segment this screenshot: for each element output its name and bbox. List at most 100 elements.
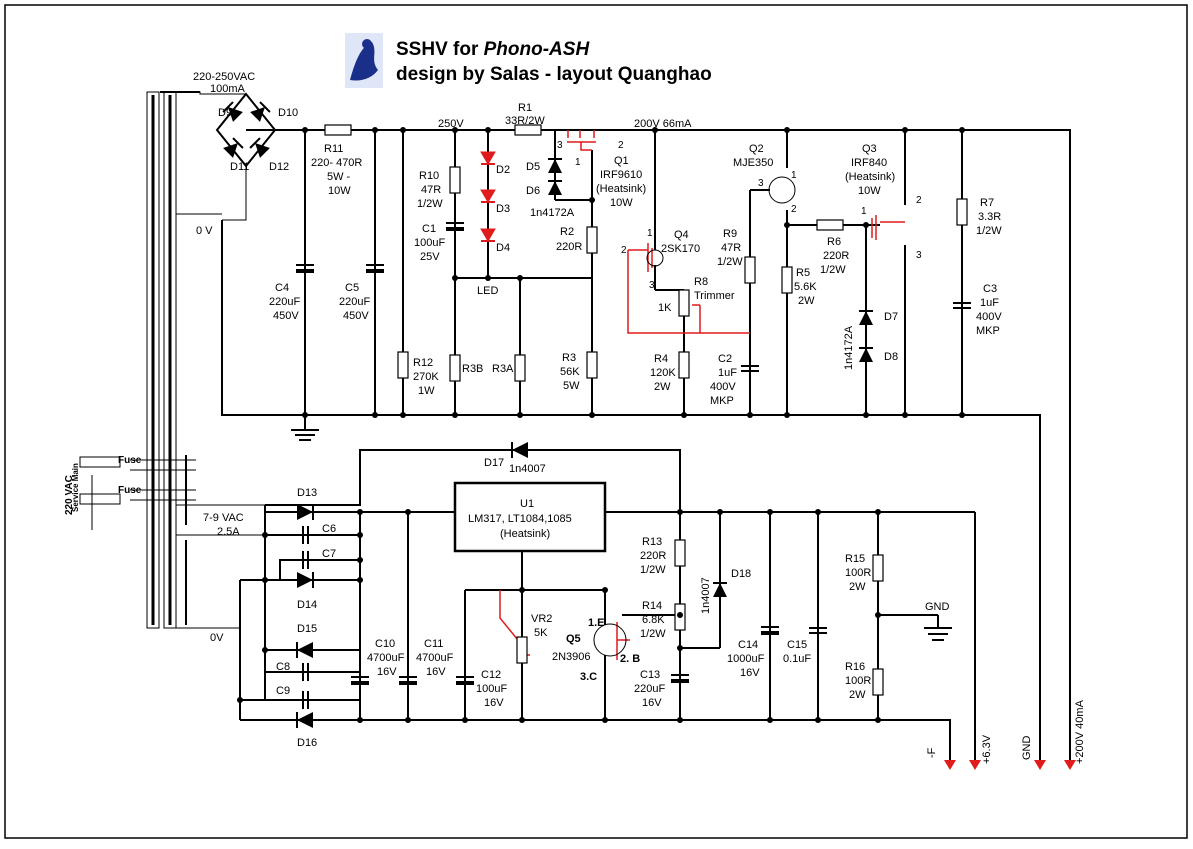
d10-label: D10	[278, 107, 298, 119]
r16-label: R16	[845, 661, 865, 673]
led-label: LED	[477, 285, 498, 297]
ground-icon	[924, 627, 952, 641]
u1-part: LM317, LT1084,1085	[468, 513, 572, 525]
c12-voltage: 16V	[484, 697, 504, 709]
d7-d8-part: 1n4172A	[843, 325, 855, 370]
d17-part: 1n4007	[509, 463, 546, 475]
q3-heatsink: (Heatsink)	[845, 171, 895, 183]
r12-power: 1W	[418, 385, 435, 397]
q2-pin2: 2	[791, 204, 797, 215]
r16-value: 100R	[845, 675, 871, 687]
r3-power: 5W	[563, 380, 580, 392]
d11-label: D11	[230, 161, 249, 173]
r3b-label: R3B	[462, 363, 483, 375]
q3-pin1: 1	[861, 206, 867, 217]
r15-power: 2W	[849, 581, 866, 593]
c15-label: C15	[787, 639, 807, 651]
node-250v-label: 250V	[438, 118, 464, 130]
r15-value: 100R	[845, 567, 871, 579]
r15-label: R15	[845, 553, 865, 565]
r7-power: 1/2W	[976, 225, 1002, 237]
r5-value: 5.6K	[794, 281, 817, 293]
q5-pin-c: 3.C	[580, 671, 597, 683]
r5-power: 2W	[798, 295, 815, 307]
r13-power: 1/2W	[640, 564, 666, 576]
q5-part: 2N3906	[552, 651, 591, 663]
d8-label: D8	[884, 351, 898, 363]
c13-voltage: 16V	[642, 697, 662, 709]
d14-label: D14	[297, 599, 317, 611]
r8-type: Trimmer	[694, 290, 735, 302]
c1-value: 100uF	[414, 237, 445, 249]
r10-label: R10	[419, 170, 439, 182]
q1-heatsink: (Heatsink)	[596, 183, 646, 195]
r7-value: 3.3R	[978, 211, 1001, 223]
output-200v: +200V 40mA	[1074, 699, 1086, 764]
r7-label: R7	[980, 197, 994, 209]
title-line1: SSHV for Phono-ASH	[396, 39, 590, 60]
r13-value: 220R	[640, 550, 666, 562]
r16-power: 2W	[849, 689, 866, 701]
sheet-border	[4, 4, 1188, 839]
r10-power: 1/2W	[417, 198, 443, 210]
hv-transformer-voltage: 220-250VAC	[193, 71, 255, 83]
lv-labels: 7-9 VAC 2.5A 0V D13 D14 D15 D16 C6 C7 C8…	[203, 457, 950, 749]
q5-pin-e: 1.E	[588, 617, 605, 629]
outputs: -F +6.3V GND +200V 40mA	[926, 699, 1086, 770]
r5-label: R5	[796, 267, 810, 279]
c4-voltage: 450V	[273, 310, 299, 322]
q1-part: IRF9610	[600, 169, 642, 181]
c12-value: 100uF	[476, 683, 507, 695]
r4-label: R4	[654, 353, 668, 365]
r12-value: 270K	[413, 371, 439, 383]
q4-part: 2SK170	[661, 243, 700, 255]
d2-label: D2	[496, 164, 510, 176]
r11-power1: 5W -	[327, 171, 351, 183]
q4-label: Q4	[674, 229, 689, 241]
transformer	[130, 91, 265, 629]
c14-label: C14	[738, 639, 758, 651]
r14-power: 1/2W	[640, 628, 666, 640]
vr2-value: 5K	[534, 627, 548, 639]
c10-label: C10	[375, 638, 395, 650]
c2-value: 1uF	[718, 367, 737, 379]
r6-power: 1/2W	[820, 264, 846, 276]
c13-label: C13	[640, 669, 660, 681]
q2-pin3: 3	[758, 178, 764, 189]
q2-label: Q2	[749, 143, 764, 155]
c2-voltage: 400V	[710, 381, 736, 393]
q3-pin2: 2	[916, 195, 922, 206]
c6-label: C6	[322, 523, 336, 535]
matisse-logo-icon	[345, 33, 383, 88]
r9-power: 1/2W	[717, 256, 743, 268]
c4-label: C4	[275, 282, 289, 294]
mains-voltage-label: 220 VAC	[64, 475, 75, 515]
lv-gnd-label: GND	[925, 601, 950, 613]
d17-label: D17	[484, 457, 504, 469]
output-gnd: GND	[1021, 736, 1033, 761]
d5-d6-part: 1n4172A	[530, 207, 575, 219]
q3-label: Q3	[862, 143, 877, 155]
hv-red-paths	[567, 130, 905, 334]
d18-label: D18	[731, 568, 751, 580]
u1-label: U1	[520, 498, 534, 510]
lv-components	[296, 441, 884, 729]
c3-value: 1uF	[980, 297, 999, 309]
r8-value: 1K	[658, 302, 672, 314]
output-arrow-icon	[969, 760, 981, 770]
q5-label: Q5	[566, 633, 581, 645]
r11-power2: 10W	[328, 185, 351, 197]
d3-label: D3	[496, 203, 510, 215]
d7-label: D7	[884, 311, 898, 323]
hv-labels: 220-250VAC 100mA 0 V D9 D10 D11 D12 R11 …	[193, 71, 1002, 407]
junctions	[237, 127, 965, 723]
q2-part: MJE350	[733, 157, 773, 169]
r3-label: R3	[562, 352, 576, 364]
c4-value: 220uF	[269, 296, 300, 308]
r13-label: R13	[642, 536, 662, 548]
c5-value: 220uF	[339, 296, 370, 308]
c15-value: 0.1uF	[783, 653, 811, 665]
r14-value: 6.8K	[642, 614, 665, 626]
q1-pin1: 1	[575, 157, 581, 168]
